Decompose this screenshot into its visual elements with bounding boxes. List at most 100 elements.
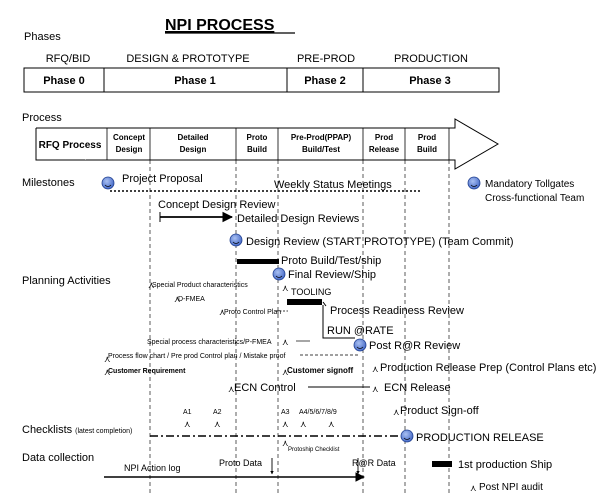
design-review-text: Design Review (START PROTOTYPE) (Team Co…: [246, 236, 514, 248]
legend-tollgate-icon: [467, 176, 481, 190]
data-collection-label: Data collection: [22, 452, 94, 464]
svg-text:⋏: ⋏: [228, 384, 235, 394]
phases-label: Phases: [24, 31, 61, 43]
process-bar-left: [35, 128, 86, 161]
svg-text:⋏: ⋏: [282, 419, 289, 429]
phase-header-production: PRODUCTION: [394, 53, 468, 65]
post-rar-tollgate-icon: [353, 338, 367, 352]
protoship-checklist-text: Protoship Checklist: [288, 447, 340, 453]
process-step-concept-2: Design: [116, 145, 143, 154]
phase-bar: [23, 67, 500, 93]
first-ship-bar: [432, 461, 452, 467]
checklist-carets: ⋏ ⋏ ⋏ ⋏ ⋏ ⋏: [184, 419, 335, 448]
ecn-release-text: ECN Release: [384, 382, 451, 394]
process-readiness-text: Process Readiness Review: [330, 305, 464, 317]
process-arrow: [36, 118, 499, 170]
detailed-reviews-text: Detailed Design Reviews: [237, 213, 360, 225]
svg-text:⋏: ⋏: [282, 438, 289, 448]
special-process-text: Special process characteristics/P-FMEA: [147, 339, 272, 346]
product-signoff-text: Product Sign-off: [400, 405, 480, 417]
process-step-detailed-2: Design: [180, 145, 207, 154]
svg-text:⋏: ⋏: [104, 367, 111, 377]
proto-build-text: Proto Build/Test/ship: [281, 255, 381, 267]
process-step-prod-build-2: Build: [417, 145, 437, 154]
concept-review-text: Concept Design Review: [158, 199, 275, 211]
checklist-a3: A3: [281, 409, 290, 416]
final-review-text: Final Review/Ship: [288, 269, 376, 281]
phase-box-1: Phase 1: [174, 75, 216, 87]
prod-release-prep-text: Production Release Prep (Control Plans e…: [380, 362, 596, 374]
rar-data-text: R@R Data: [352, 458, 396, 468]
process-step-proto-1: Proto: [247, 133, 268, 142]
weekly-status-text: Weekly Status Meetings: [274, 179, 392, 191]
svg-text:⋏: ⋏: [282, 337, 289, 347]
checklist-a1: A1: [183, 409, 192, 416]
prod-release-prep-caret: ⋏: [372, 364, 379, 374]
process-step-dividers: [106, 128, 450, 160]
process-step-detailed-1: Detailed: [177, 133, 208, 142]
customer-signoff-text: Customer signoff: [287, 366, 354, 375]
proto-data-text: Proto Data: [219, 458, 262, 468]
phase-box-2: Phase 2: [304, 75, 346, 87]
svg-text:⋏: ⋏: [104, 354, 111, 364]
special-product-text: Special Product characteristics: [152, 282, 248, 289]
dfmea-text: D-FMEA: [178, 296, 205, 303]
post-npi-audit-text: Post NPI audit: [479, 482, 543, 493]
phase-header-design: DESIGN & PROTOTYPE: [126, 53, 249, 65]
process-step-preprod-1: Pre-Prod(PPAP): [291, 133, 352, 142]
svg-text:⋏: ⋏: [372, 384, 379, 394]
process-step-rfq: RFQ Process: [39, 140, 102, 151]
first-ship-text: 1st production Ship: [458, 459, 552, 471]
design-review-tollgate-icon: [229, 233, 243, 247]
process-label: Process: [22, 112, 62, 124]
phase-header-rfq: RFQ/BID: [46, 53, 91, 65]
final-review-tollgate-icon: [272, 267, 286, 281]
process-step-proto-2: Build: [247, 145, 267, 154]
checklist-a2: A2: [213, 409, 222, 416]
svg-text:⋏: ⋏: [174, 294, 181, 304]
process-flow-text: Process flow chart / Pre prod Control pl…: [108, 353, 285, 360]
tooling-connector: [322, 301, 327, 307]
planning-activities-label: Planning Activities: [22, 275, 111, 287]
process-step-prod-release-1: Prod: [375, 133, 393, 142]
run-at-rate-bracket: [322, 305, 355, 339]
checklists-label: Checklists(latest completion): [22, 424, 132, 436]
milestones-label: Milestones: [22, 177, 75, 189]
post-npi-audit-caret: ⋏: [470, 483, 477, 493]
page-title: NPI PROCESS: [165, 17, 275, 34]
phase-box-0: Phase 0: [43, 75, 85, 87]
svg-text:⋏: ⋏: [214, 419, 221, 429]
phase-header-preprod: PRE-PROD: [297, 53, 355, 65]
svg-text:⋏: ⋏: [184, 419, 191, 429]
project-proposal-text: Project Proposal: [122, 173, 203, 185]
ecn-control-text: ECN Control: [234, 382, 296, 394]
legend-team-text: Cross-functional Team: [485, 193, 584, 204]
process-step-prod-build-1: Prod: [418, 133, 436, 142]
process-step-preprod-2: Build/Test: [302, 145, 340, 154]
process-step-prod-release-2: Release: [369, 145, 400, 154]
production-release-text: PRODUCTION RELEASE: [416, 432, 544, 444]
phase-box-3: Phase 3: [409, 75, 451, 87]
tooling-text: TOOLING: [291, 287, 331, 297]
svg-text:⋏: ⋏: [328, 419, 335, 429]
post-rar-text: Post R@R Review: [369, 340, 460, 352]
svg-text:⋏: ⋏: [300, 419, 307, 429]
tooling-bar: [287, 299, 322, 305]
npi-action-log-text: NPI Action log: [124, 463, 181, 473]
checklist-a4-9: A4/5/6/7/8/9: [299, 409, 337, 416]
tollgate-icon: [101, 176, 115, 190]
caret-markers: ⋏ ⋏ ⋏ ⋏ ⋏ ⋏ ⋏ ⋏ ⋏ ⋏ ⋏: [104, 280, 400, 417]
production-release-tollgate-icon: [400, 429, 414, 443]
proto-control-plan-text: Proto Control Plan: [224, 309, 281, 316]
svg-text:⋏: ⋏: [219, 307, 226, 317]
customer-requirement-text: Customer Requirement: [108, 368, 186, 375]
svg-text:⋏: ⋏: [148, 280, 155, 290]
legend-tollgates-text: Mandatory Tollgates: [485, 179, 574, 190]
svg-text:⋏: ⋏: [282, 283, 289, 293]
proto-build-bar: [237, 259, 279, 264]
process-step-concept-1: Concept: [113, 133, 145, 142]
svg-text:⋏: ⋏: [393, 407, 400, 417]
svg-text:⋏: ⋏: [282, 367, 289, 377]
run-at-rate-text: RUN @RATE: [327, 325, 394, 337]
